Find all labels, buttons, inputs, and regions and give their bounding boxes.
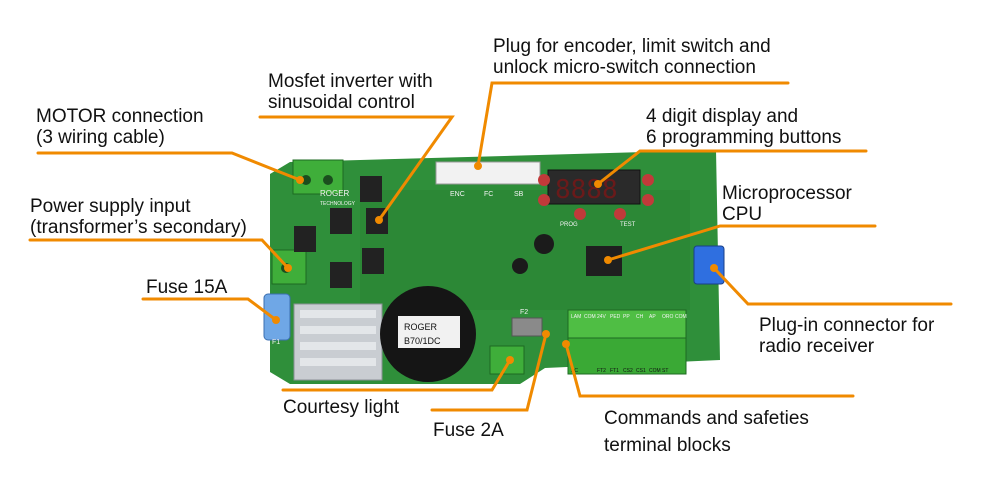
leader-mosfet <box>258 115 455 222</box>
terminal-label: 24V <box>597 314 607 320</box>
label-radio: Plug-in connector for radio receiver <box>759 315 934 357</box>
label-mosfet-line2: sinusoidal control <box>268 92 415 113</box>
terminal-label: PP <box>623 314 630 320</box>
leader-fuse15 <box>141 297 278 322</box>
capacitor-model: B70/1DC <box>404 336 441 346</box>
terminal-label: FT2 <box>597 368 606 374</box>
terminal-blocks <box>567 309 687 375</box>
cpu-chip <box>586 246 622 276</box>
label-fuse15-line1: Fuse 15A <box>146 277 228 298</box>
terminal-label: FT1 <box>610 368 619 374</box>
label-display-line2: 6 programming buttons <box>646 127 842 148</box>
capacitor-small <box>534 234 554 254</box>
terminal-label: COM <box>649 368 661 374</box>
label-power-line1: Power supply input <box>30 196 191 217</box>
leader-motor <box>36 151 302 182</box>
display-module: 8888 <box>538 169 654 220</box>
label-radio-line2: radio receiver <box>759 336 875 357</box>
leader-fuse2 <box>430 332 548 412</box>
main-capacitor <box>380 286 476 382</box>
silk-f2: F2 <box>520 309 528 316</box>
terminal-label: LAM <box>571 314 581 320</box>
leader-commands <box>564 342 855 398</box>
label-commands-line1: Commands and safeties <box>604 408 809 429</box>
label-commands-line2: terminal blocks <box>604 435 731 456</box>
silk-enc: ENC <box>450 191 465 198</box>
label-display: 4 digit display and 6 programming button… <box>646 106 841 148</box>
terminal-label: CH <box>636 314 644 320</box>
label-display-line1: 4 digit display and <box>646 106 799 127</box>
leader-cpu <box>606 224 877 262</box>
label-radio-line1: Plug-in connector for <box>759 315 935 336</box>
label-mosfet: Mosfet inverter with sinusoidal control <box>268 71 433 113</box>
silk-brand-sub: TECHNOLOGY <box>320 201 356 207</box>
leader-power <box>28 238 290 270</box>
label-courtesy: Courtesy light <box>283 397 399 418</box>
label-motor-line1: MOTOR connection <box>36 106 204 127</box>
leader-encoder <box>476 81 790 168</box>
silk-brand: ROGER <box>320 189 350 198</box>
fuse-2a <box>511 317 543 337</box>
label-power-line2: (transformer’s secondary) <box>30 217 247 238</box>
label-encoder: Plug for encoder, limit switch and unloc… <box>493 36 771 78</box>
label-power: Power supply input (transformer’s second… <box>30 196 247 238</box>
terminal-label: AP <box>649 314 656 320</box>
label-commands: Commands and safeties terminal blocks <box>604 405 809 459</box>
silk-prog: PROG <box>560 222 578 228</box>
silk-test: TEST <box>620 222 636 228</box>
radio-connector <box>693 245 725 285</box>
label-fuse2-line1: Fuse 2A <box>433 420 504 441</box>
leader-courtesy <box>281 358 512 392</box>
encoder-header <box>435 161 541 185</box>
label-cpu: Microprocessor CPU <box>722 183 852 225</box>
label-mosfet-line1: Mosfet inverter with <box>268 71 433 92</box>
terminal-label: CS1 <box>636 368 646 374</box>
silk-sb: SB <box>514 191 524 198</box>
capacitor-small-2 <box>512 258 528 274</box>
label-cpu-line1: Microprocessor <box>722 183 852 204</box>
terminal-label: COM <box>675 314 687 320</box>
terminal-label: ORO <box>662 314 674 320</box>
silk-f1: F1 <box>272 339 280 346</box>
leader-display <box>596 149 868 186</box>
capacitor-brand: ROGER <box>404 322 438 332</box>
label-motor: MOTOR connection (3 wiring cable) <box>36 106 204 148</box>
terminal-label: CS2 <box>623 368 633 374</box>
terminal-label: ST <box>662 368 668 374</box>
label-courtesy-line1: Courtesy light <box>283 397 400 418</box>
svg-text:8888: 8888 <box>555 175 618 205</box>
label-encoder-line2: unlock micro-switch connection <box>493 57 756 78</box>
label-fuse15: Fuse 15A <box>146 277 227 298</box>
silk-fc: FC <box>484 191 493 198</box>
terminal-label: PED <box>610 314 621 320</box>
leader-radio <box>712 266 953 306</box>
label-encoder-line1: Plug for encoder, limit switch and <box>493 36 771 57</box>
terminal-label: COM <box>584 314 596 320</box>
label-motor-line2: (3 wiring cable) <box>36 127 165 148</box>
heatsink <box>293 303 383 381</box>
label-fuse2: Fuse 2A <box>433 420 504 441</box>
label-cpu-line2: CPU <box>722 204 763 225</box>
